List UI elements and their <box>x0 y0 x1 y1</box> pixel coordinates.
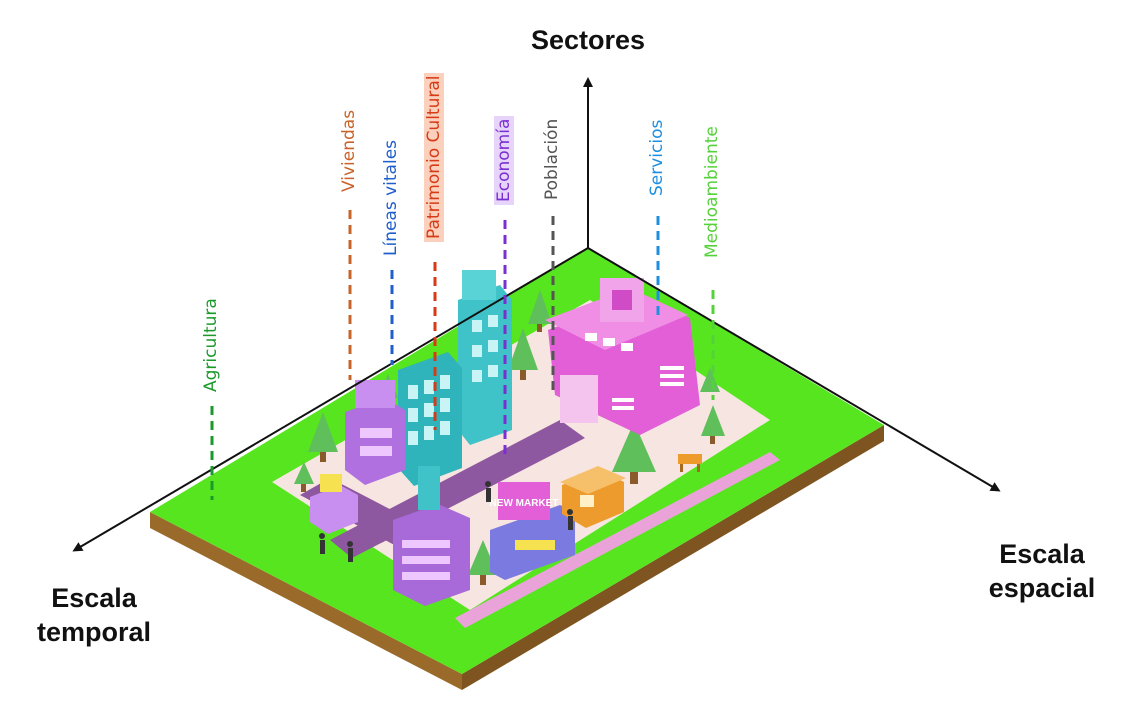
vertical-axis-title: Sectores <box>530 25 646 55</box>
market-stall: NEW MARKET <box>490 482 575 580</box>
tree <box>508 328 538 380</box>
sector-label-agricultura: Agricultura <box>201 298 221 392</box>
market-sign-text: NEW MARKET <box>490 498 559 509</box>
teal-windows <box>408 315 498 445</box>
soil-right-face <box>462 425 884 690</box>
tree <box>528 290 552 332</box>
sector-dashed-lines <box>210 210 715 500</box>
purple-building-left <box>310 380 405 534</box>
orange-building <box>560 466 626 528</box>
spatial-axis-title: Escala espacial <box>962 538 1122 606</box>
sidewalk-pink <box>455 452 780 628</box>
spatial-axis-arrow <box>587 247 1001 492</box>
sector-label-economia: Economía <box>494 115 514 205</box>
people <box>319 481 573 562</box>
temporal-axis-title-line1: Escala <box>51 583 137 613</box>
tree <box>701 405 725 444</box>
tree <box>612 422 656 484</box>
soil-left-face <box>150 512 462 690</box>
spatial-axis-title-line2: espacial <box>988 572 1096 603</box>
sector-label-servicios: Servicios <box>647 119 667 196</box>
sector-label-viviendas: Viviendas <box>339 109 359 192</box>
teal-towers <box>398 270 512 486</box>
sector-label-lineas-vitales: Líneas vitales <box>381 139 401 256</box>
tree <box>294 462 314 492</box>
sector-label-poblacion: Población <box>542 118 562 200</box>
pink-windows <box>585 333 684 410</box>
pink-complex <box>545 278 700 435</box>
temporal-axis-title: Escala temporal <box>14 582 174 650</box>
pink-rooftop-box-inner <box>612 290 632 310</box>
temporal-axis-title-line2: temporal <box>36 616 152 647</box>
tree <box>308 412 338 462</box>
city-base <box>150 248 884 690</box>
axes <box>72 77 1001 552</box>
teal-tower-crown <box>462 270 496 300</box>
teal-tower-back <box>458 285 512 445</box>
temporal-axis-arrow <box>72 247 589 552</box>
pink-annex <box>560 375 598 423</box>
sector-label-patrimonio-cultural: Patrimonio Cultural <box>424 72 444 242</box>
tree <box>700 368 720 392</box>
spatial-axis-title-line1: Escala <box>999 539 1085 569</box>
bench <box>678 454 702 472</box>
sector-label-medioambiente: Medioambiente <box>702 126 722 258</box>
purple-clock-tower <box>393 448 470 606</box>
